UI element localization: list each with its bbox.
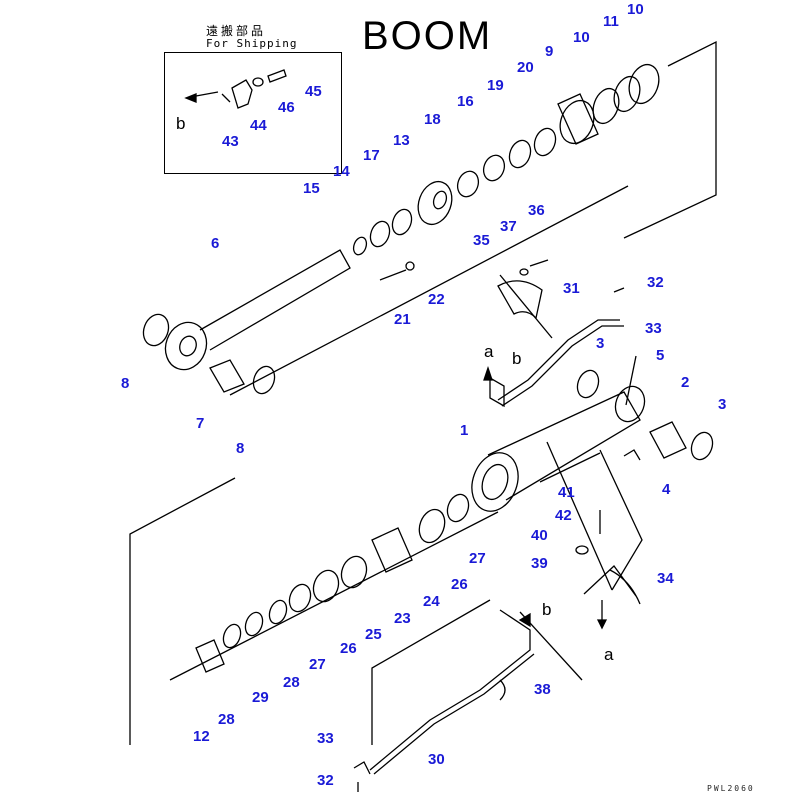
shipping-bracket-drawing	[184, 69, 287, 109]
callout-c8a: 8	[121, 375, 129, 392]
callout-labels: 1011109201916181317141545464443636373532…	[121, 1, 726, 789]
callout-c38: 38	[534, 681, 551, 698]
callout-c28a: 28	[283, 674, 300, 691]
callout-c42: 42	[555, 507, 572, 524]
connection-letter-lb2: b	[512, 349, 521, 368]
callout-c10b: 10	[573, 29, 590, 46]
callout-c27a: 27	[469, 550, 486, 567]
callout-c1: 1	[460, 422, 468, 439]
callout-c7: 7	[196, 415, 204, 432]
callout-c2: 2	[681, 374, 689, 391]
callout-c27b: 27	[309, 656, 326, 673]
callout-c30: 30	[428, 751, 445, 768]
callout-c36: 36	[528, 202, 545, 219]
callout-c29: 29	[252, 689, 269, 706]
connection-letter-lb1: b	[176, 114, 185, 133]
callout-c24: 24	[423, 593, 440, 610]
callout-c16: 16	[457, 93, 474, 110]
callout-c32b: 32	[317, 772, 334, 789]
callout-c18: 18	[424, 111, 441, 128]
callout-c15: 15	[303, 180, 320, 197]
bracket-35-37	[497, 259, 549, 320]
callout-c19: 19	[487, 77, 504, 94]
drawing-reference-code: PWL2060	[707, 784, 755, 793]
shipping-parts-box	[164, 52, 342, 174]
flow-arrows	[483, 365, 531, 628]
callout-c33a: 33	[645, 320, 662, 337]
diagram-title: BOOM	[362, 14, 493, 58]
callout-c4: 4	[662, 481, 671, 498]
callout-c5: 5	[656, 347, 664, 364]
callout-c45: 45	[305, 83, 322, 100]
callout-c23: 23	[394, 610, 411, 627]
callout-c46: 46	[278, 99, 295, 116]
bolts-21-22	[379, 261, 415, 281]
callout-c41: 41	[558, 484, 575, 501]
callout-c35: 35	[473, 232, 490, 249]
callout-c6: 6	[211, 235, 219, 252]
shipping-label-japanese: 遠搬部品	[206, 24, 267, 38]
cylinder-tube-drawing	[471, 369, 714, 512]
tube-30-drawing	[353, 609, 535, 792]
callout-c31: 31	[563, 280, 580, 297]
callout-c13: 13	[393, 132, 410, 149]
connection-letter-lb3: b	[542, 600, 551, 619]
callout-c26a: 26	[451, 576, 468, 593]
callout-c40: 40	[531, 527, 548, 544]
callout-c11: 11	[603, 13, 619, 30]
callout-c44: 44	[250, 117, 267, 134]
seals-top-row	[352, 63, 660, 256]
callout-c43: 43	[222, 133, 239, 150]
callout-c3b: 3	[718, 396, 726, 413]
callout-c34: 34	[657, 570, 674, 587]
callout-c9: 9	[545, 43, 553, 60]
connection-letter-la2: a	[604, 645, 614, 664]
callout-c28b: 28	[218, 711, 235, 728]
callout-c20: 20	[517, 59, 534, 76]
piston-parts-lower	[195, 493, 470, 673]
callout-c14: 14	[333, 163, 350, 180]
callout-c33b: 33	[317, 730, 334, 747]
connection-letter-la1: a	[484, 342, 494, 361]
piston-rod-drawing	[142, 249, 351, 395]
callout-c26b: 26	[340, 640, 357, 657]
callout-c8b: 8	[236, 440, 244, 457]
callout-c39: 39	[531, 555, 548, 572]
shipping-label-english: For Shipping	[206, 37, 298, 50]
callout-c3a: 3	[596, 335, 604, 352]
callout-c21: 21	[394, 311, 411, 328]
bracket-34-drawing	[575, 510, 641, 630]
callout-c37: 37	[500, 218, 517, 235]
callout-c17: 17	[363, 147, 380, 164]
callout-c10a: 10	[627, 1, 644, 18]
callout-c25: 25	[365, 626, 382, 643]
tube-31-drawing	[489, 287, 625, 408]
callout-c12: 12	[193, 728, 210, 745]
callout-c22: 22	[428, 291, 445, 308]
alignment-lines	[129, 40, 717, 745]
callout-c32a: 32	[647, 274, 664, 291]
